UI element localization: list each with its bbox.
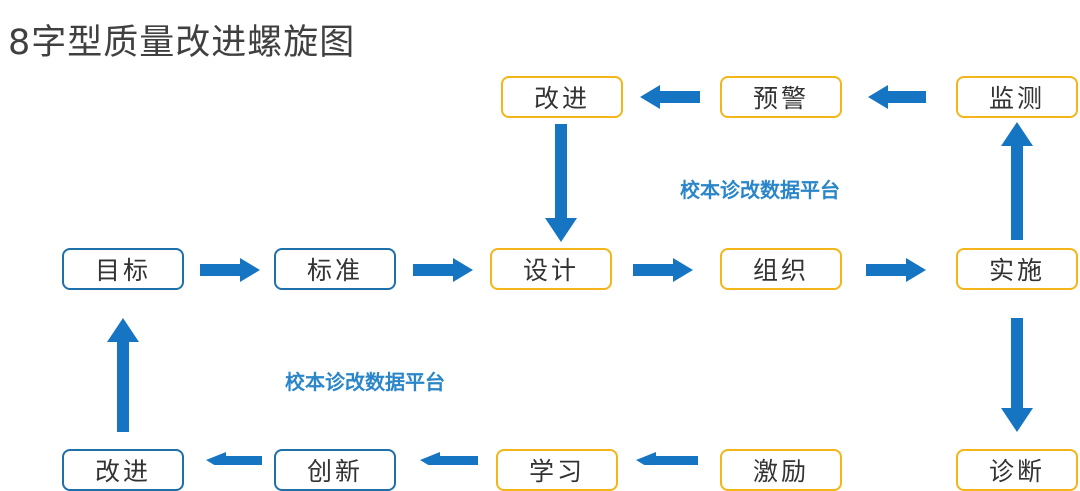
arrow-goal-to-standard [200,258,260,282]
flow-arrows [107,85,1033,465]
platform-label-upper: 校本诊改数据平台 [680,178,840,202]
page-title: 8字型质量改进螺旋图 [8,23,356,63]
node-improve-top: 改进 [501,76,623,118]
arrow-organize-to-implement [866,258,926,282]
arrow-monitor-to-warning [868,85,926,109]
arrow-innovate-to-improve [206,452,262,465]
arrow-warning-to-improve [640,85,700,109]
arrow-improve-to-design [545,124,577,242]
arrow-design-to-organize [633,258,693,282]
node-implement: 实施 [956,248,1078,290]
arrow-improve-to-goal [107,318,139,432]
arrow-implement-to-monitor [1001,122,1033,240]
node-monitor: 监测 [956,76,1078,118]
node-organize: 组织 [720,248,842,290]
arrow-implement-to-diagnose [1001,318,1033,432]
platform-label-lower: 校本诊改数据平台 [285,370,445,394]
arrow-learn-to-innovate [420,452,478,465]
node-goal: 目标 [62,248,184,290]
node-warning: 预警 [720,76,842,118]
arrow-standard-to-design [413,258,473,282]
arrow-motivate-to-learn [636,452,698,465]
node-design: 设计 [490,248,612,290]
node-standard: 标准 [274,248,396,290]
